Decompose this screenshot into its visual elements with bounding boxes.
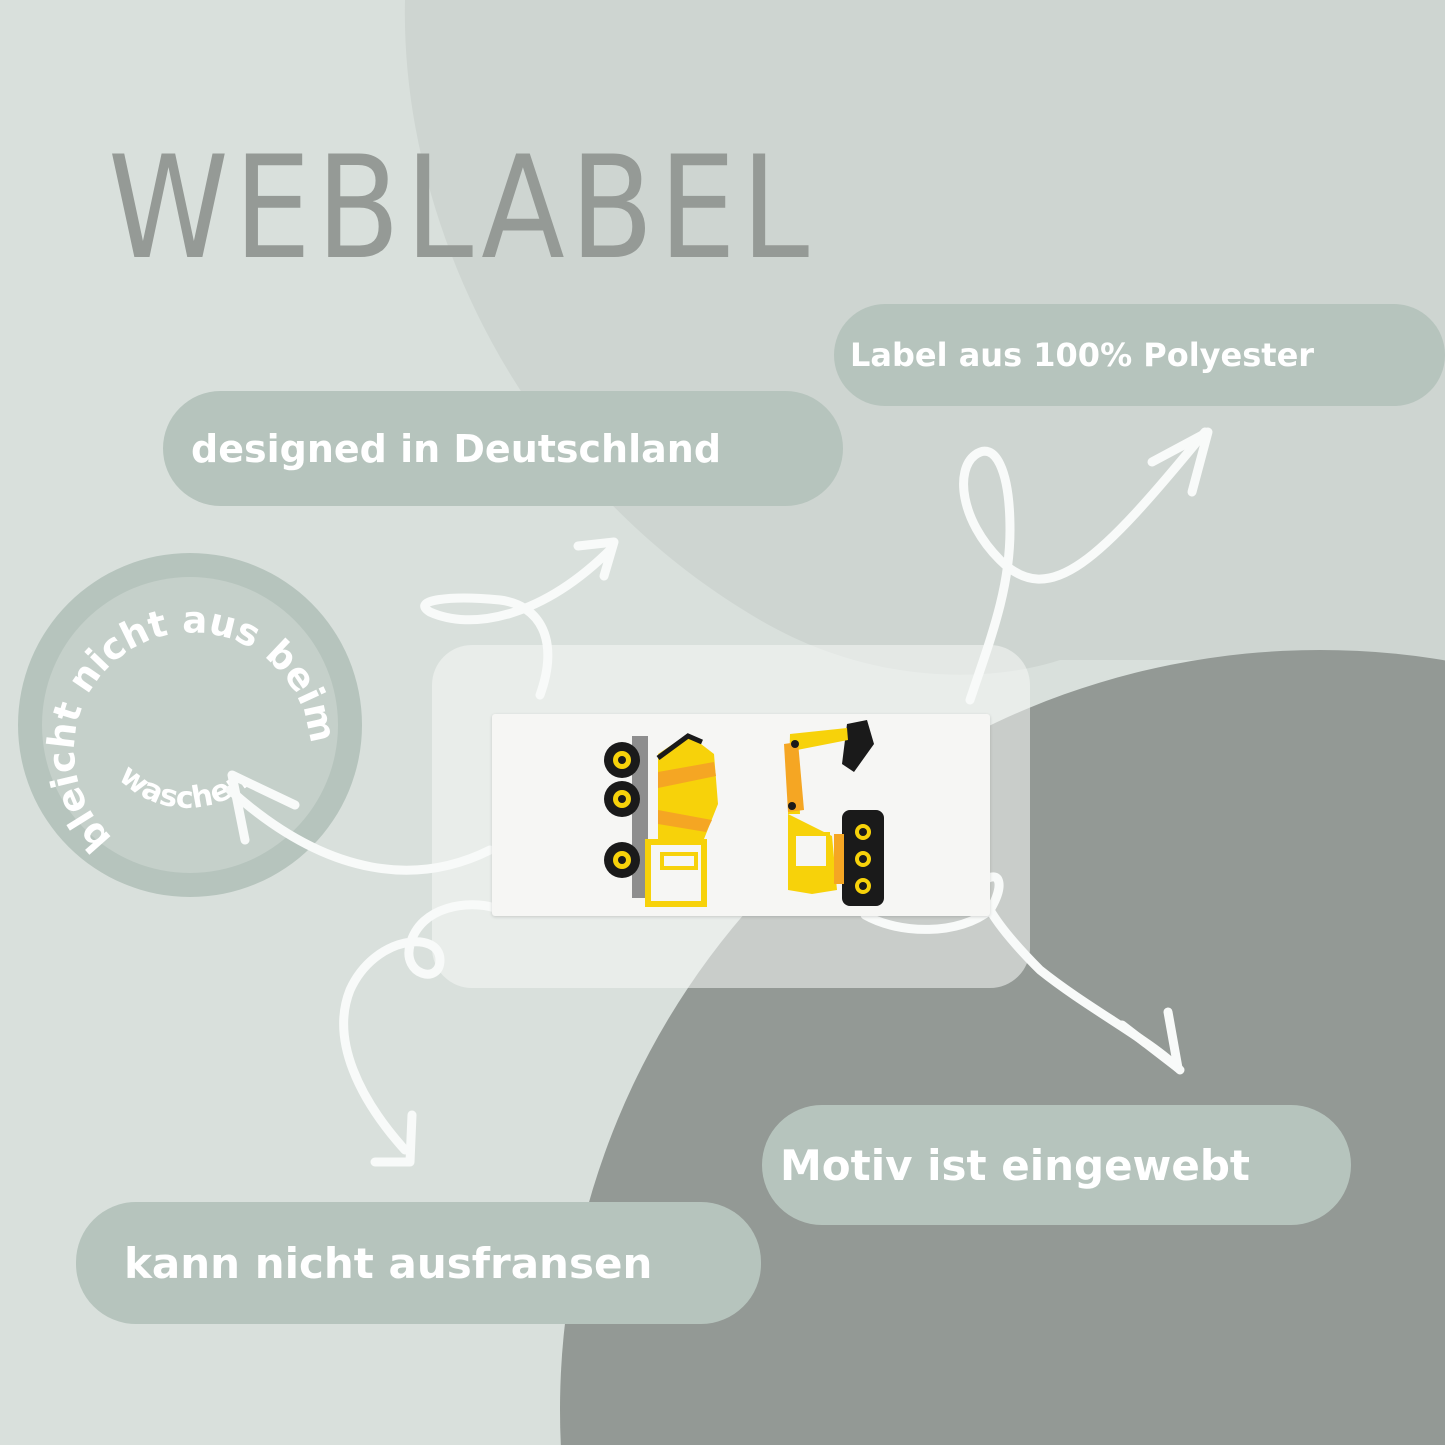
feature-pill-designed: designed in Deutschland — [163, 391, 843, 506]
feature-text-woven: Motiv ist eingewebt — [780, 1140, 1250, 1190]
page-title: WEBLABEL — [108, 126, 815, 291]
excavator-icon — [784, 720, 884, 906]
feature-text-fray: kann nicht ausfransen — [124, 1238, 653, 1288]
cement-mixer-icon — [604, 733, 718, 907]
woven-label — [492, 714, 990, 916]
feature-text-material: Label aus 100% Polyester — [850, 336, 1315, 374]
wash-badge: bleicht nicht aus beim waschen — [18, 553, 362, 897]
feature-pill-woven: Motiv ist eingewebt — [762, 1105, 1351, 1225]
feature-pill-fray: kann nicht ausfransen — [76, 1202, 761, 1324]
feature-text-designed: designed in Deutschland — [191, 426, 722, 471]
feature-pill-material: Label aus 100% Polyester — [834, 304, 1445, 406]
